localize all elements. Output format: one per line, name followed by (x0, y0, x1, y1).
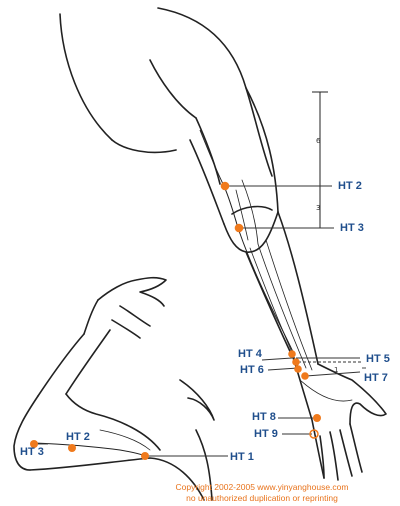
label-ht4: HT 4 (238, 348, 262, 360)
point-ht8[interactable] (313, 414, 321, 422)
label-ht2-main: HT 2 (338, 180, 362, 192)
label-ht3-main: HT 3 (340, 222, 364, 234)
label-ht3-bent: HT 3 (20, 446, 44, 458)
acupoints (30, 181, 321, 460)
label-ht9: HT 9 (254, 428, 278, 440)
label-ht6: HT 6 (240, 364, 264, 376)
label-ht8: HT 8 (252, 411, 276, 423)
scale-mark-lower: 3 (316, 204, 320, 212)
point-ht5[interactable] (292, 358, 300, 366)
scale-mark-wrist: 1 (334, 366, 338, 374)
point-ht1[interactable] (141, 452, 149, 460)
copyright-line-1: Copyright 2002-2005 www.yinyanghouse.com (175, 482, 349, 492)
point-ht6[interactable] (294, 365, 302, 373)
label-ht1: HT 1 (230, 451, 254, 463)
bent-arm-outline (13, 276, 215, 501)
point-ht7[interactable] (301, 372, 309, 380)
point-ht4[interactable] (288, 350, 296, 358)
scale-mark-upper: 6 (316, 137, 321, 145)
leader-lines (34, 185, 366, 457)
copyright-line-2: no unauthorized duplication or reprintin… (186, 493, 338, 503)
label-ht5: HT 5 (366, 353, 390, 365)
point-ht2-main[interactable] (220, 181, 230, 191)
label-ht7: HT 7 (364, 372, 388, 384)
point-ht3-main[interactable] (234, 223, 244, 233)
point-ht3-bent[interactable] (30, 440, 38, 448)
meridian-lines (33, 129, 295, 457)
label-ht2-bent: HT 2 (66, 431, 90, 443)
main-arm-outline (59, 7, 387, 481)
point-ht2-bent[interactable] (68, 444, 76, 452)
point-ht9[interactable] (309, 429, 319, 439)
